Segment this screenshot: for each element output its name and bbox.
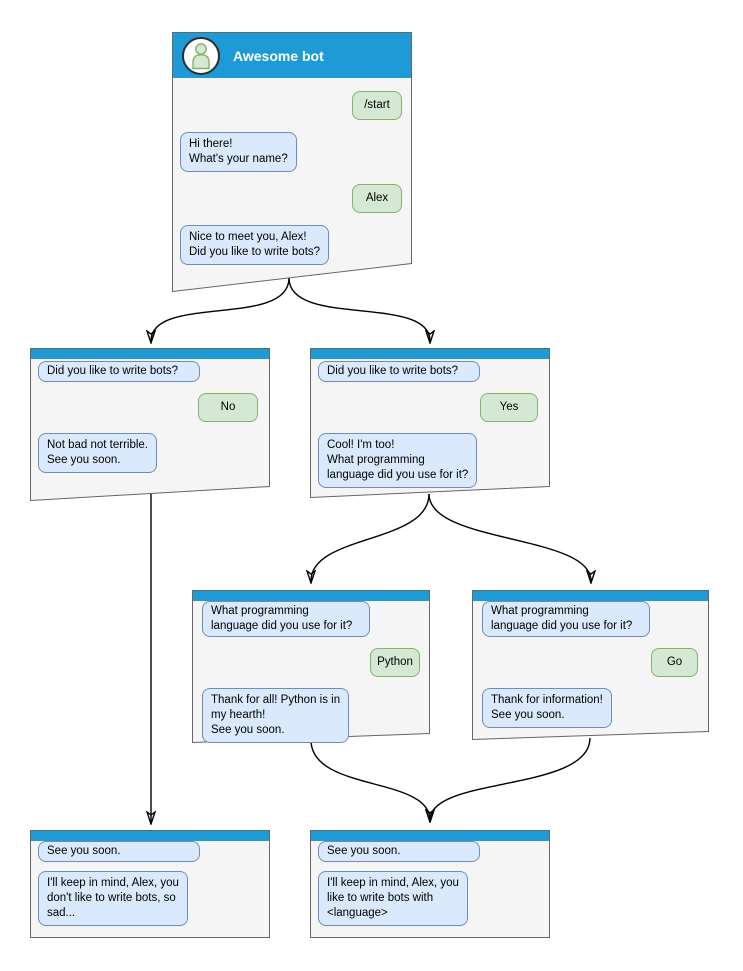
chat-window-lang-go: What programming language did you use fo… [472, 590, 709, 740]
chat-window-end-no: See you soon. I'll keep in mind, Alex, y… [30, 830, 270, 938]
window-titlebar: Awesome bot [173, 33, 411, 78]
chat-window-end-yes: See you soon. I'll keep in mind, Alex, y… [310, 830, 550, 938]
bot-message-bubble: Nice to meet you, Alex! Did you like to … [180, 225, 330, 265]
user-message-bubble: /start [352, 91, 402, 120]
window-header-bar [311, 349, 549, 359]
bot-message-bubble: Not bad not terrible. See you soon. [38, 433, 158, 473]
bot-question-bubble: What programming language did you use fo… [482, 601, 650, 637]
connector-python-to-end [310, 739, 430, 820]
bot-message-bubble: Thank for all! Python is in my hearth! S… [202, 688, 350, 743]
window-header-bar [193, 591, 429, 601]
chat-window-branch-no: Did you like to write bots? No Not bad n… [30, 348, 270, 501]
user-message-bubble: Yes [480, 393, 538, 422]
chat-window-start: Awesome bot /start Hi there! What's your… [172, 32, 412, 292]
window-header-bar [31, 349, 269, 359]
bot-name: Awesome bot [233, 47, 324, 64]
bot-question-bubble: Did you like to write bots? [38, 361, 200, 382]
connector-start-to-yes [288, 277, 430, 341]
bot-message-bubble: See you soon. [318, 841, 480, 862]
bot-avatar [182, 36, 220, 75]
window-header-bar [31, 831, 269, 841]
bot-message-bubble: Hi there! What's your name? [180, 132, 297, 172]
user-message-bubble: Go [651, 648, 698, 677]
chat-window-branch-yes: Did you like to write bots? Yes Cool! I'… [310, 348, 550, 498]
bot-message-bubble: I'll keep in mind, Alex, you like to wri… [318, 871, 468, 926]
window-header-bar [311, 831, 549, 841]
connector-start-to-no [151, 277, 290, 341]
window-header-bar [473, 591, 708, 601]
bot-message-bubble: I'll keep in mind, Alex, you don't like … [38, 871, 188, 926]
user-message-bubble: No [198, 393, 258, 422]
bot-question-bubble: What programming language did you use fo… [202, 601, 370, 637]
bot-message-bubble: See you soon. [38, 841, 200, 862]
bot-message-bubble: Thank for information! See you soon. [482, 688, 612, 728]
user-message-bubble: Alex [352, 184, 402, 213]
user-message-bubble: Python [370, 648, 420, 677]
connector-yes-to-python [311, 493, 430, 581]
bot-question-bubble: Did you like to write bots? [318, 361, 480, 382]
connector-go-to-end [430, 737, 591, 820]
connector-yes-to-go [428, 493, 591, 581]
chat-window-lang-python: What programming language did you use fo… [192, 590, 430, 743]
person-icon [192, 42, 210, 69]
bot-message-bubble: Cool! I'm too! What programming language… [318, 433, 478, 488]
